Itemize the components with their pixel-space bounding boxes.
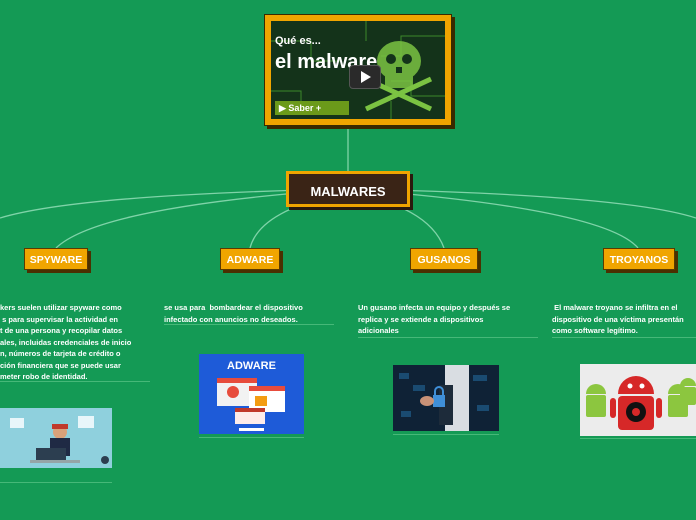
padlock-touch-photo xyxy=(393,365,499,431)
troyanos-image-divider xyxy=(580,438,696,439)
node-adware[interactable]: ADWARE xyxy=(220,248,280,270)
adware-description: se usa para bombardear el dispositivo in… xyxy=(164,303,303,324)
saber-mas-button[interactable]: ▶ Saber + xyxy=(275,101,349,115)
adware-divider xyxy=(164,324,334,325)
node-troyanos[interactable]: TROYANOS xyxy=(603,248,675,270)
spyware-description: kers suelen utilizar spyware como s para… xyxy=(0,303,132,381)
node-spyware[interactable]: SPYWARE xyxy=(24,248,88,270)
troyanos-description: El malware troyano se infiltra en el dis… xyxy=(552,303,684,335)
hacker-laptop-illustration xyxy=(0,408,112,468)
spyware-image-divider xyxy=(0,482,112,483)
gusanos-divider xyxy=(358,337,538,338)
video-frame: Qué es... el malware ▶ Saber + xyxy=(271,21,445,119)
adware-popups-illustration: ADWARE xyxy=(199,354,304,434)
adware-image-caption: ADWARE xyxy=(227,360,276,372)
android-biohazard-robot xyxy=(580,364,696,436)
video-thumbnail[interactable]: Qué es... el malware ▶ Saber + xyxy=(264,14,452,126)
node-gusanos[interactable]: GUSANOS xyxy=(410,248,478,270)
video-title-small: Qué es... xyxy=(275,35,321,47)
troyanos-divider xyxy=(552,337,696,338)
root-node[interactable]: MALWARES xyxy=(286,171,410,207)
gusanos-image-divider xyxy=(393,434,499,435)
spyware-divider xyxy=(0,381,150,382)
gusanos-description: Un gusano infecta un equipo y después se… xyxy=(358,303,511,335)
play-icon[interactable] xyxy=(349,65,381,89)
adware-image-divider xyxy=(199,437,304,438)
